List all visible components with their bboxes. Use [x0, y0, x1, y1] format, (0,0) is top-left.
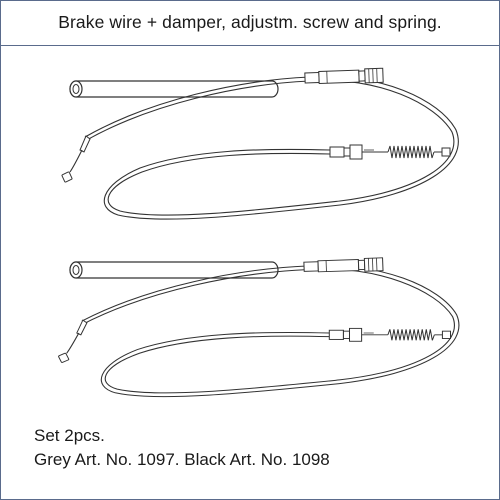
product-info: Set 2pcs. Grey Art. No. 1097. Black Art.…	[34, 424, 330, 472]
article-numbers: Grey Art. No. 1097. Black Art. No. 1098	[34, 450, 330, 469]
product-illustration	[57, 67, 460, 398]
header: Brake wire + damper, adjustm. screw and …	[0, 0, 500, 46]
set-quantity: Set 2pcs.	[34, 426, 105, 445]
brake-wire-icon	[57, 257, 460, 398]
page-title: Brake wire + damper, adjustm. screw and …	[58, 12, 442, 32]
